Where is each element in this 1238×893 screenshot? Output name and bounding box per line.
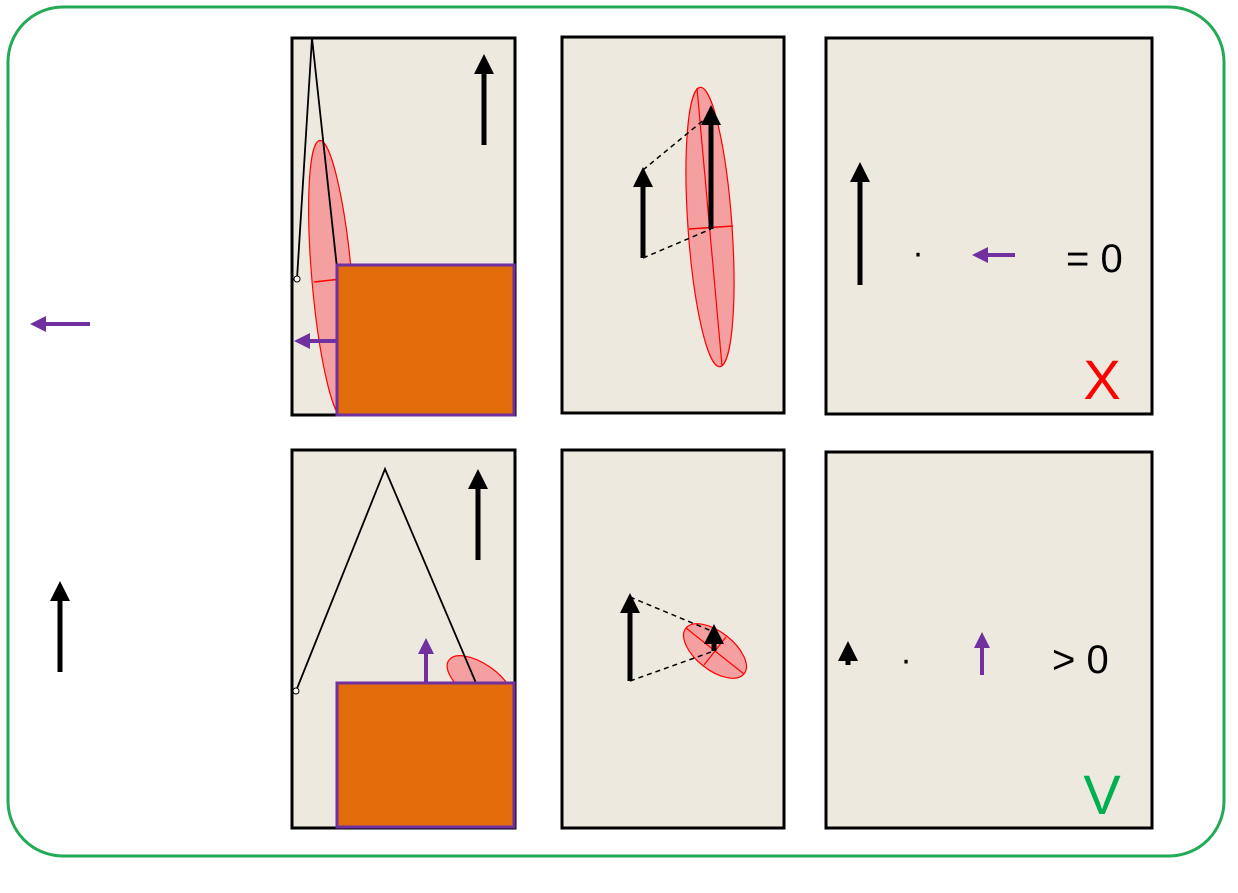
pivot-point bbox=[293, 275, 301, 283]
dot-operator: · bbox=[912, 234, 923, 272]
dashed-line-bottom bbox=[642, 228, 712, 259]
orange-block bbox=[335, 681, 516, 829]
dashed-line-top bbox=[629, 596, 715, 633]
dot-operator: · bbox=[900, 641, 911, 679]
orange-block bbox=[335, 263, 516, 417]
panel-top-right: · = 0 X bbox=[824, 36, 1154, 416]
dashed-line-top bbox=[642, 113, 712, 171]
pendulum-string bbox=[295, 466, 477, 692]
panel-top-middle bbox=[560, 35, 786, 415]
panel-top-left bbox=[290, 36, 517, 417]
panel-bottom-middle bbox=[560, 448, 786, 830]
result-mark-v: V bbox=[1083, 763, 1121, 826]
equation-label: > 0 bbox=[1052, 638, 1109, 682]
equation-label: = 0 bbox=[1066, 237, 1123, 281]
panel-bottom-left bbox=[290, 448, 517, 830]
result-mark-x: X bbox=[1083, 348, 1120, 411]
pendulum-string bbox=[296, 38, 338, 280]
pivot-point bbox=[292, 687, 300, 695]
dashed-line-bottom bbox=[629, 650, 715, 682]
panel-bottom-right: · > 0 V bbox=[824, 450, 1154, 830]
